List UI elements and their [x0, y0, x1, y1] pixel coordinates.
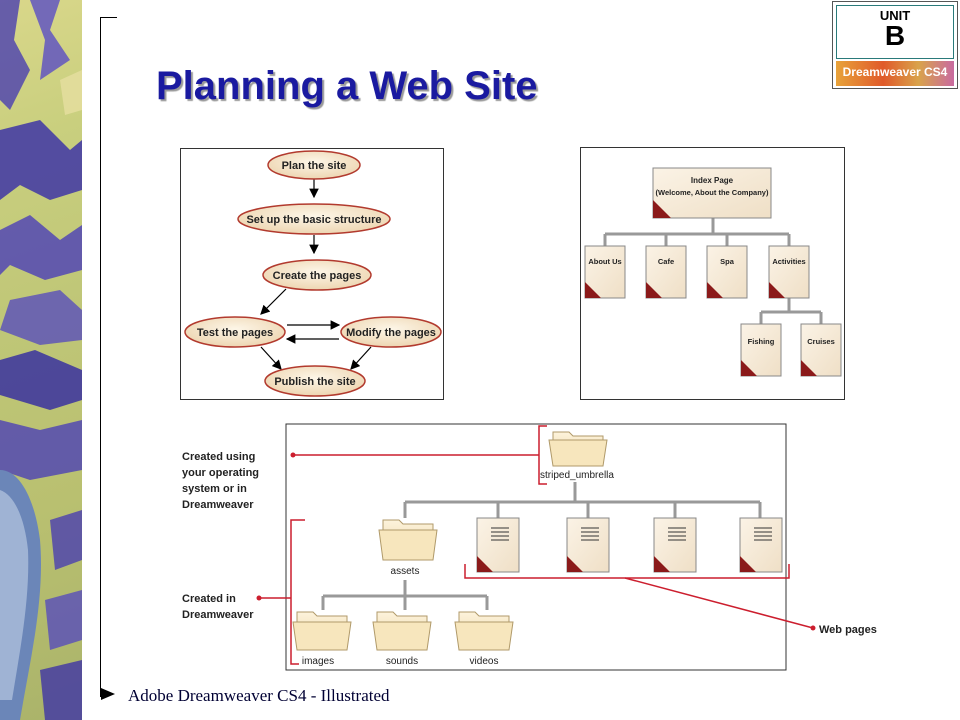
callout-line: system or in	[182, 483, 247, 495]
sitemap-page-label: Cafe	[658, 257, 674, 266]
badge-unit-letter: B	[884, 20, 906, 51]
flow-step-label: Plan the site	[282, 160, 347, 172]
flow-step-label: Set up the basic structure	[246, 214, 381, 226]
folder-assets: assets	[378, 519, 438, 577]
sitemap-page-label: Activities	[772, 257, 805, 266]
badge-unit-label: UNIT	[879, 8, 911, 23]
sitemap-page-label: Cruises	[807, 337, 835, 346]
sitemap-page-spa: Spa	[706, 245, 748, 299]
flow-step-create: Create the pages	[262, 259, 372, 291]
badge-unit-box: UNIT B	[836, 5, 954, 59]
callout-line: your operating	[182, 467, 259, 479]
flow-step-label: Publish the site	[274, 376, 355, 388]
web-page-document	[739, 517, 783, 573]
flow-step-label: Create the pages	[273, 270, 362, 282]
sitemap-root-line1: Index Page	[691, 176, 734, 185]
callout-created-in: Created in Dreamweaver	[182, 593, 254, 621]
sitemap-page-label: About Us	[588, 257, 621, 266]
footer-bullet-icon	[101, 688, 115, 700]
badge-product-name: Dreamweaver CS4	[842, 65, 948, 79]
sitemap-page-label: Fishing	[748, 337, 775, 346]
folder-videos: videos	[454, 611, 514, 667]
sitemap-page-fishing: Fishing	[740, 323, 782, 377]
flow-step-label: Modify the pages	[346, 327, 436, 339]
flow-step-plan: Plan the site	[267, 150, 361, 180]
decorative-painting	[0, 0, 82, 720]
sitemap-root-line2: (Welcome, About the Company)	[656, 188, 769, 197]
callout-line: Dreamweaver	[182, 609, 254, 621]
site-map: Index Page (Welcome, About the Company) …	[584, 167, 842, 377]
callout-line: Created using	[182, 451, 255, 463]
sitemap-page-activities: Activities	[768, 245, 810, 299]
frame-line	[100, 17, 101, 697]
footer-text: Adobe Dreamweaver CS4 - Illustrated	[128, 686, 390, 705]
folder-label: videos	[470, 656, 499, 667]
sitemap-page-cafe: Cafe	[645, 245, 687, 299]
folder-images: images	[292, 611, 352, 667]
folder-structure-diagram: striped_umbrella assets images	[182, 423, 877, 671]
web-page-document	[566, 517, 610, 573]
flow-step-test: Test the pages	[184, 316, 286, 348]
planning-flowchart-panel: Plan the site Set up the basic structure…	[180, 148, 444, 400]
web-page-document	[476, 517, 520, 573]
folder-striped-umbrella: striped_umbrella	[540, 431, 614, 481]
flow-step-label: Test the pages	[197, 327, 273, 339]
flow-step-modify: Modify the pages	[340, 316, 442, 348]
folder-label: striped_umbrella	[540, 470, 614, 481]
sitemap-page-cruises: Cruises	[800, 323, 842, 377]
frame-tick	[100, 17, 117, 18]
site-map-panel: Index Page (Welcome, About the Company) …	[580, 147, 845, 400]
planning-flowchart: Plan the site Set up the basic structure…	[184, 150, 442, 397]
folder-label: assets	[391, 566, 420, 577]
flow-step-structure: Set up the basic structure	[237, 203, 391, 235]
sitemap-page-about-us: About Us	[584, 245, 626, 299]
callout-line: Created in	[182, 593, 236, 605]
folder-label: images	[302, 656, 334, 667]
folder-sounds: sounds	[372, 611, 432, 667]
callout-line: Dreamweaver	[182, 499, 254, 511]
unit-badge: UNIT B Dreamweaver CS4	[832, 1, 958, 89]
callout-web-pages: Web pages	[819, 624, 877, 636]
callout-created-using: Created using your operating system or i…	[182, 451, 259, 511]
badge-product-strip: Dreamweaver CS4	[836, 61, 954, 86]
flow-step-publish: Publish the site	[264, 365, 366, 397]
sitemap-root-page: Index Page (Welcome, About the Company)	[652, 167, 772, 219]
page-title: Planning a Web Site	[156, 64, 538, 108]
folder-label: sounds	[386, 656, 418, 667]
sitemap-page-label: Spa	[720, 257, 735, 266]
web-page-document	[653, 517, 697, 573]
folder-diagram-frame	[285, 423, 787, 671]
